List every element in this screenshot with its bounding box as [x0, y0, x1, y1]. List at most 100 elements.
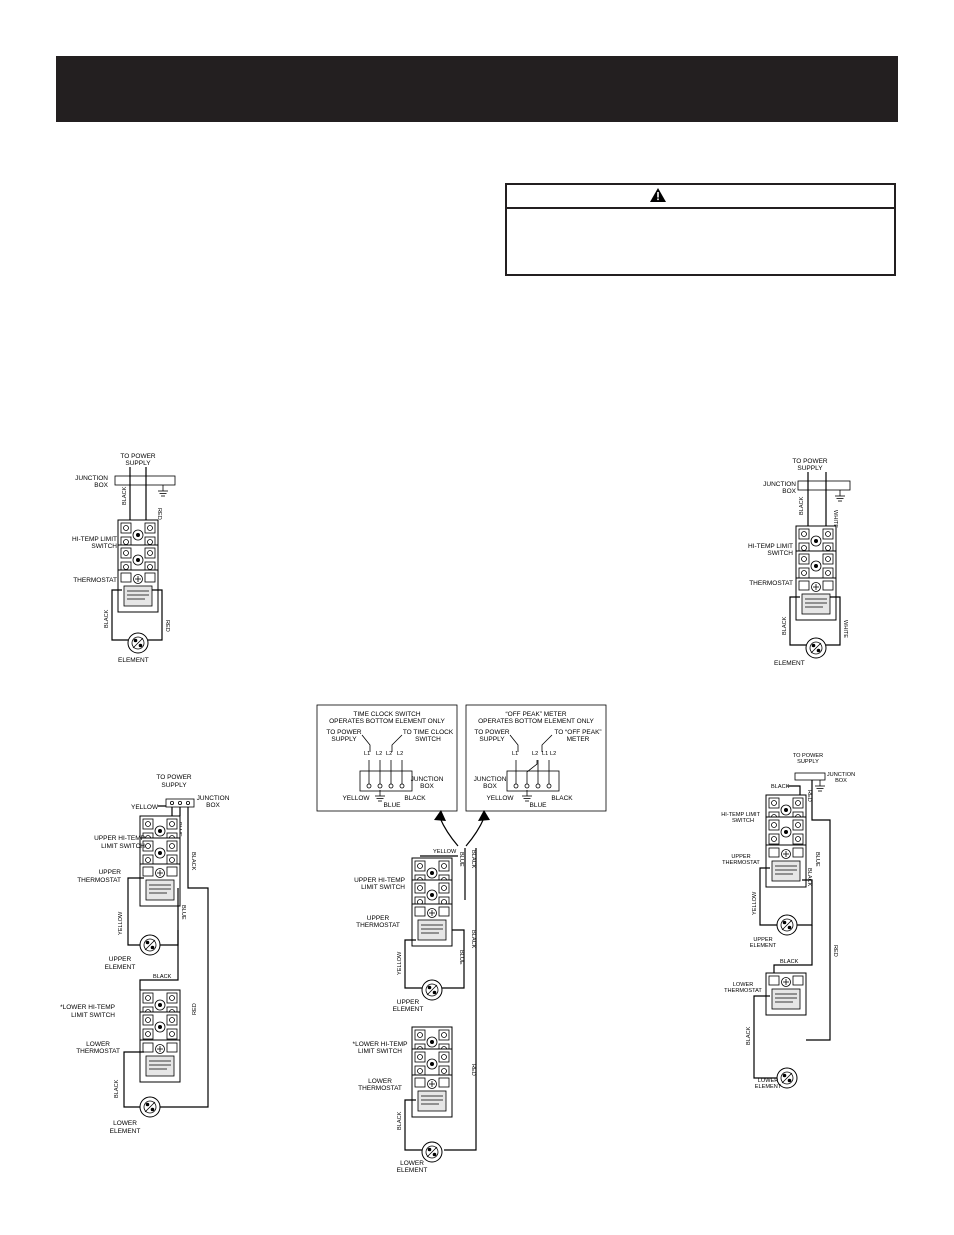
svg-text:BLACK: BLACK [799, 496, 805, 515]
diagram-single-element-red: TO POWER SUPPLY JUNCTION BOX BLACK RED H… [72, 453, 176, 664]
svg-text:BLACK: BLACK [551, 795, 573, 802]
svg-text:UPPER: UPPER [753, 937, 772, 943]
svg-text:BOX: BOX [835, 778, 847, 784]
svg-text:LOWER: LOWER [86, 1041, 110, 1048]
svg-text:BOX: BOX [483, 783, 497, 790]
svg-text:JUNCTION: JUNCTION [411, 776, 444, 783]
svg-text:“OFF PEAK” METER: “OFF PEAK” METER [505, 711, 566, 718]
svg-text:TO “OFF PEAK”: TO “OFF PEAK” [554, 729, 601, 736]
svg-text:TIME CLOCK SWITCH: TIME CLOCK SWITCH [353, 711, 420, 718]
svg-text:BLACK: BLACK [114, 1079, 120, 1098]
svg-text:ELEMENT: ELEMENT [118, 657, 149, 664]
svg-text:BLACK: BLACK [780, 959, 799, 965]
svg-text:JUNCTION: JUNCTION [763, 481, 796, 488]
svg-text:BLACK: BLACK [153, 974, 172, 980]
svg-text:BLUE: BLUE [814, 852, 820, 867]
svg-text:L2: L2 [376, 751, 382, 757]
svg-text:TO TIME CLOCK: TO TIME CLOCK [403, 729, 454, 736]
svg-text:TO POWER: TO POWER [156, 774, 192, 781]
svg-text:ELEMENT: ELEMENT [774, 660, 805, 667]
svg-text:UPPER: UPPER [99, 869, 122, 876]
svg-text:BOX: BOX [94, 482, 108, 489]
svg-text:SUPPLY: SUPPLY [797, 465, 823, 472]
svg-text:LIMIT SWITCH: LIMIT SWITCH [361, 884, 405, 891]
svg-text:LOWER: LOWER [733, 982, 754, 988]
svg-text:L2: L2 [397, 751, 403, 757]
svg-text:BLACK: BLACK [746, 1026, 752, 1045]
svg-text:JUNCTION: JUNCTION [827, 772, 855, 778]
svg-text:UPPER: UPPER [367, 915, 390, 922]
svg-text:YELLOW: YELLOW [397, 951, 403, 975]
svg-text:LIMIT SWITCH: LIMIT SWITCH [358, 1048, 402, 1055]
svg-text:UPPER HI-TEMP: UPPER HI-TEMP [94, 835, 145, 842]
svg-text:THERMOSTAT: THERMOSTAT [77, 877, 121, 884]
svg-text:BLACK: BLACK [190, 852, 196, 871]
svg-text:LOWER: LOWER [113, 1120, 137, 1127]
svg-text:BLUE: BLUE [458, 950, 464, 965]
svg-text:BOX: BOX [420, 783, 434, 790]
svg-text:*LOWER HI-TEMP: *LOWER HI-TEMP [353, 1041, 408, 1048]
svg-text:TO POWER: TO POWER [326, 729, 362, 736]
warning-header [507, 185, 894, 209]
svg-text:RED: RED [192, 1003, 198, 1015]
svg-text:TO POWER: TO POWER [793, 753, 823, 759]
svg-text:SWITCH: SWITCH [732, 818, 754, 824]
svg-text:SWITCH: SWITCH [767, 550, 793, 557]
svg-text:YELLOW: YELLOW [486, 795, 514, 802]
svg-text:HI-TEMP LIMIT: HI-TEMP LIMIT [72, 536, 117, 543]
svg-text:RED: RED [164, 620, 170, 632]
svg-text:BLUE: BLUE [530, 802, 548, 809]
svg-text:BLACK: BLACK [782, 616, 788, 635]
warning-box [505, 183, 896, 276]
svg-text:RED: RED [470, 1064, 476, 1076]
diagram-double-element-center: YELLOW BLUE BLACK UPPER HI-TEMP LIMIT SW… [353, 848, 477, 1174]
svg-text:LIMIT SWITCH: LIMIT SWITCH [71, 1012, 115, 1019]
svg-text:RED: RED [832, 945, 838, 957]
diagram-double-element-right: TO POWER SUPPLY JUNCTION BOX BLACK RED H… [721, 753, 855, 1090]
svg-text:THERMOSTAT: THERMOSTAT [358, 1085, 402, 1092]
svg-text:OPERATES BOTTOM ELEMENT ONLY: OPERATES BOTTOM ELEMENT ONLY [478, 718, 594, 725]
svg-text:ELEMENT: ELEMENT [105, 964, 136, 971]
svg-text:HI-TEMP LIMIT: HI-TEMP LIMIT [748, 543, 793, 550]
svg-text:L2: L2 [550, 751, 556, 757]
svg-text:UPPER: UPPER [109, 956, 132, 963]
page-header-bar [56, 56, 898, 122]
svg-text:TO POWER: TO POWER [792, 458, 828, 465]
svg-text:BLACK: BLACK [122, 486, 128, 505]
svg-text:ELEMENT: ELEMENT [755, 1084, 782, 1090]
svg-text:SWITCH: SWITCH [415, 736, 441, 743]
svg-text:YELLOW: YELLOW [342, 795, 370, 802]
svg-text:UPPER HI-TEMP: UPPER HI-TEMP [354, 877, 405, 884]
svg-text:YELLOW: YELLOW [131, 804, 159, 811]
svg-text:BOX: BOX [782, 488, 796, 495]
svg-text:SUPPLY: SUPPLY [331, 736, 357, 743]
svg-text:SUPPLY: SUPPLY [479, 736, 505, 743]
svg-text:SUPPLY: SUPPLY [125, 460, 151, 467]
svg-text:THERMOSTAT: THERMOSTAT [356, 922, 400, 929]
svg-text:THERMOSTAT: THERMOSTAT [73, 577, 117, 584]
svg-text:THERMOSTAT: THERMOSTAT [724, 988, 762, 994]
svg-text:L1: L1 [542, 751, 548, 757]
svg-text:LIMIT SWITCH: LIMIT SWITCH [101, 843, 145, 850]
svg-text:ELEMENT: ELEMENT [750, 943, 777, 949]
svg-text:BLUE: BLUE [458, 852, 464, 867]
svg-text:OPERATES BOTTOM ELEMENT ONLY: OPERATES BOTTOM ELEMENT ONLY [329, 718, 445, 725]
svg-text:LOWER: LOWER [400, 1160, 424, 1167]
svg-text:LOWER: LOWER [368, 1078, 392, 1085]
svg-text:BLUE: BLUE [180, 905, 186, 920]
svg-text:UPPER: UPPER [731, 854, 750, 860]
svg-text:SUPPLY: SUPPLY [161, 782, 187, 789]
svg-text:BLACK: BLACK [470, 930, 476, 949]
svg-text:TO POWER: TO POWER [120, 453, 156, 460]
svg-text:YELLOW: YELLOW [118, 911, 124, 935]
svg-text:BLACK: BLACK [771, 784, 790, 790]
svg-text:LOWER: LOWER [758, 1078, 779, 1084]
svg-text:ELEMENT: ELEMENT [110, 1128, 141, 1135]
svg-text:HI-TEMP LIMIT: HI-TEMP LIMIT [721, 812, 760, 818]
svg-text:YELLOW: YELLOW [752, 891, 758, 915]
svg-text:SWITCH: SWITCH [91, 543, 117, 550]
svg-text:*LOWER HI-TEMP: *LOWER HI-TEMP [60, 1004, 115, 1011]
svg-text:THERMOSTAT: THERMOSTAT [76, 1048, 120, 1055]
svg-text:ELEMENT: ELEMENT [397, 1167, 428, 1174]
